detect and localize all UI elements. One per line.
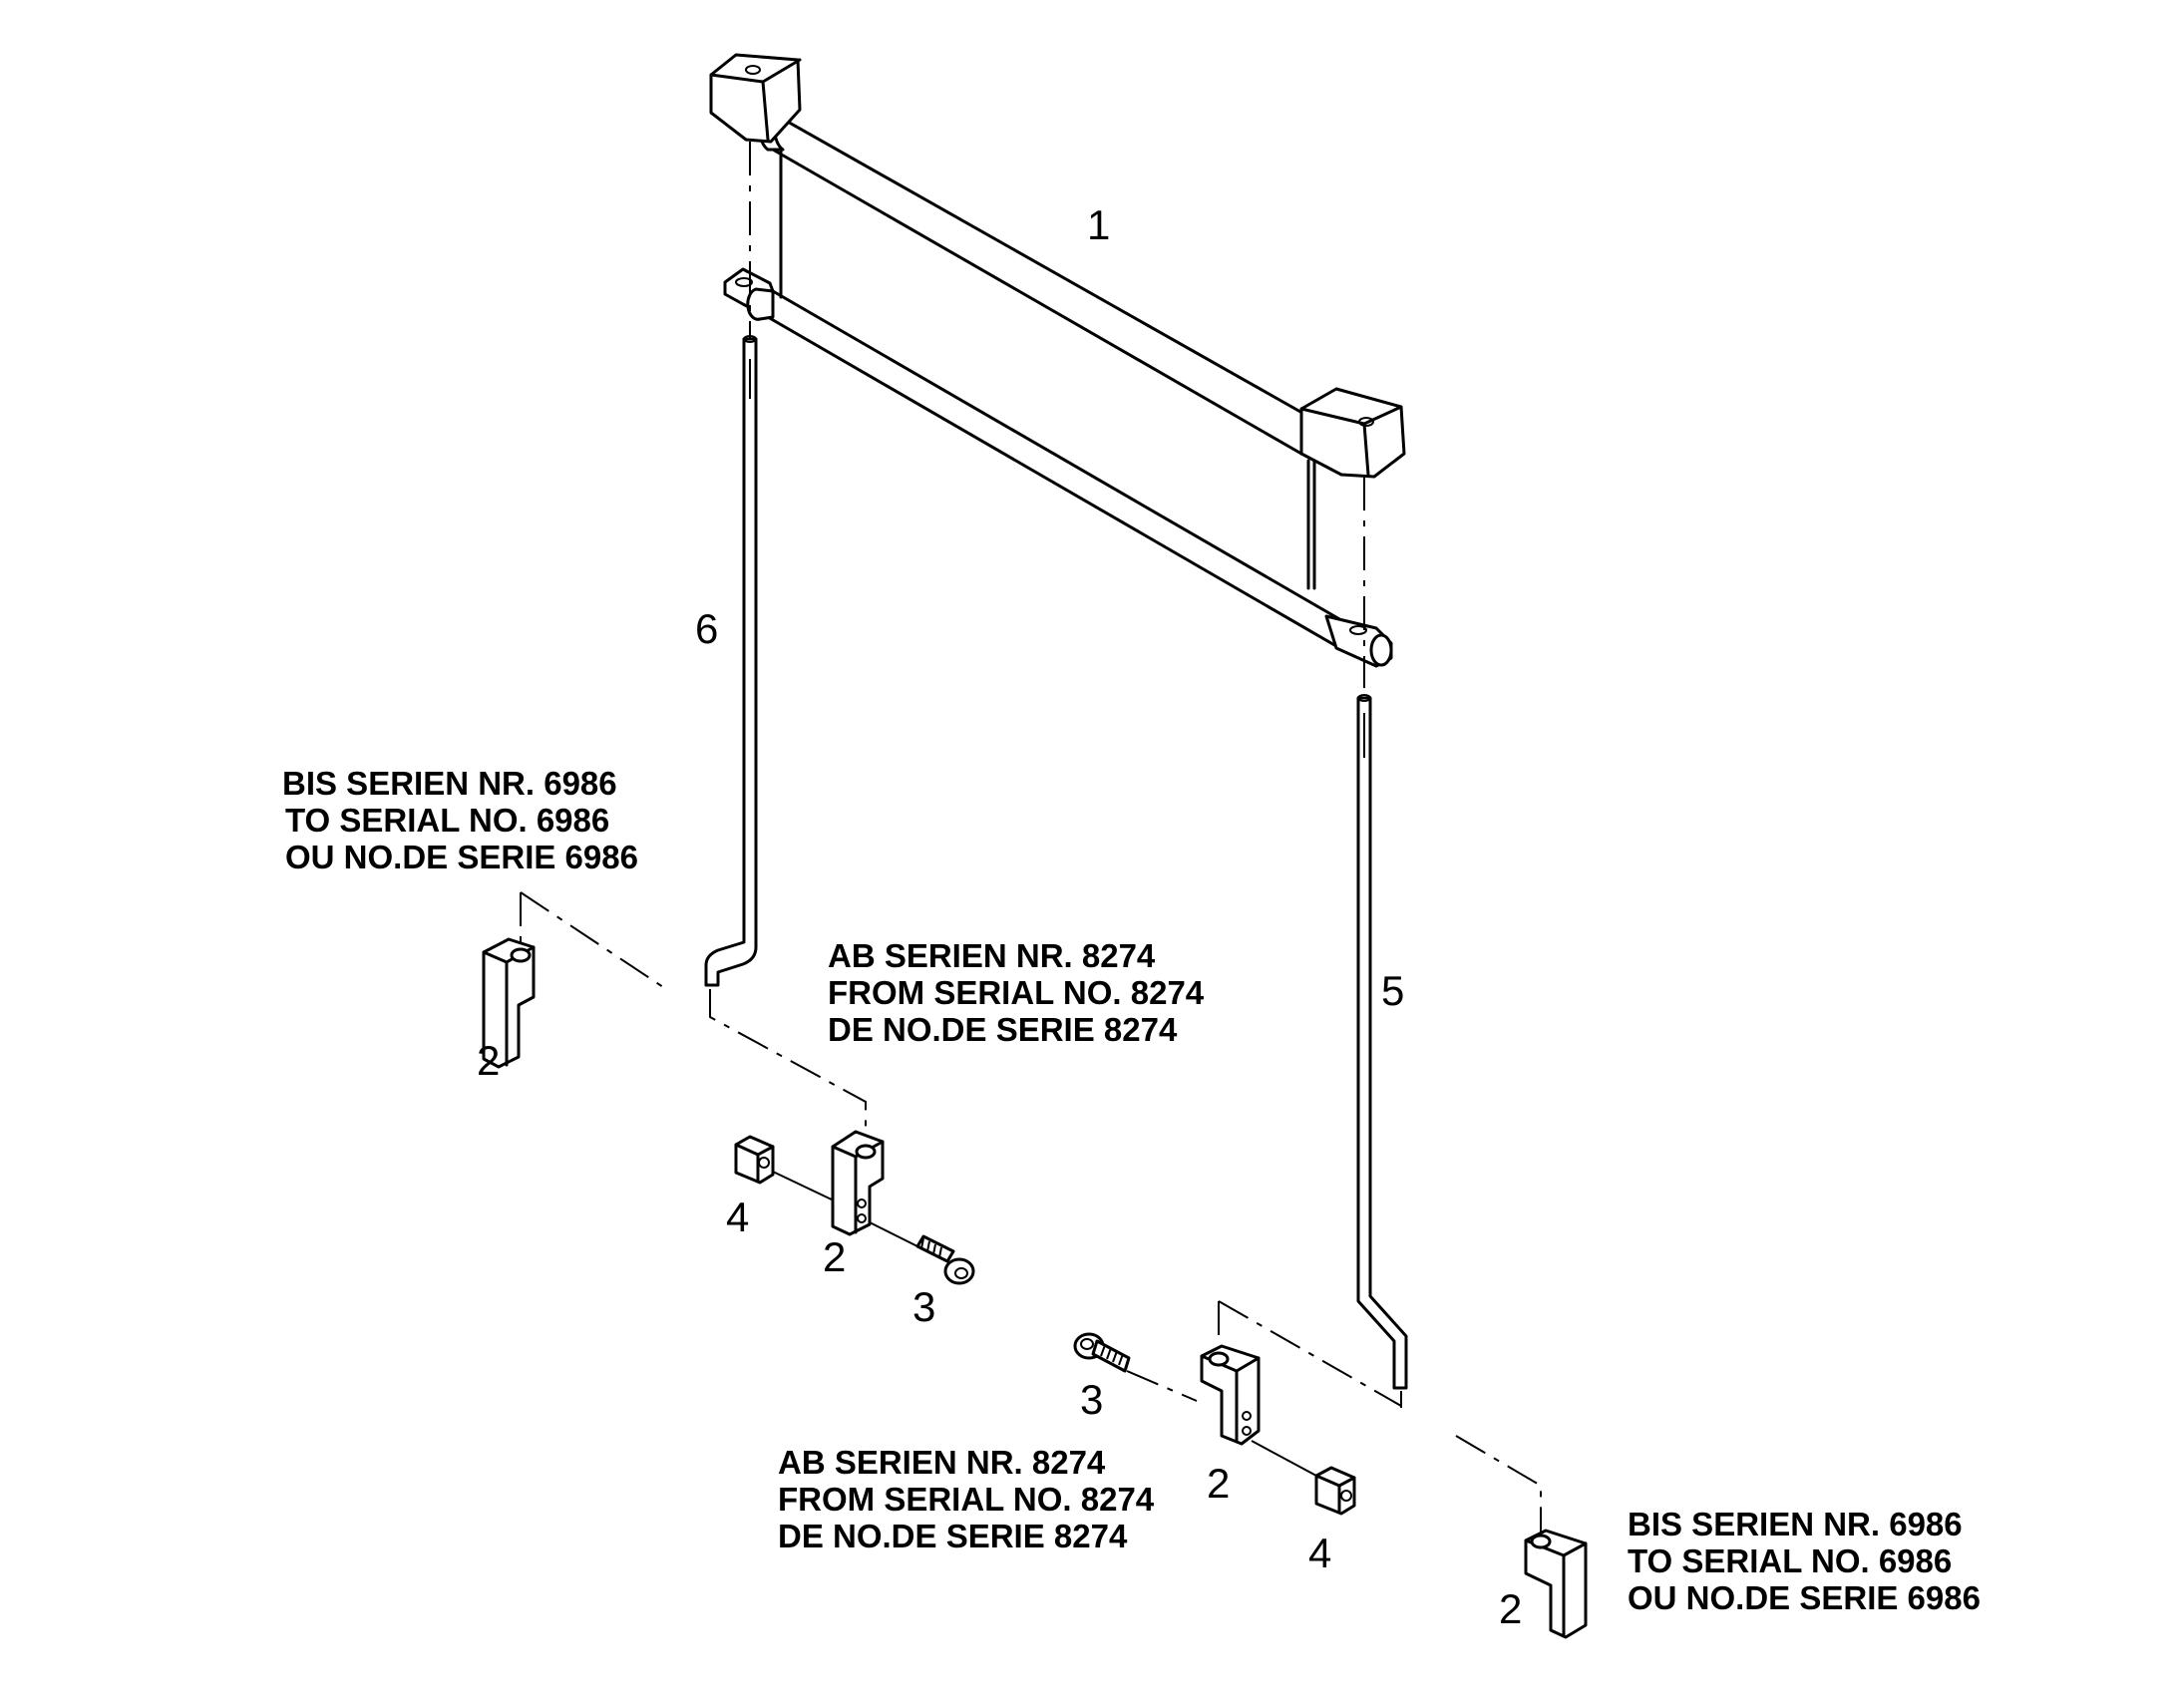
line-nut-bracket-left [772,1171,837,1202]
nut-lower [1314,1466,1356,1516]
nut-upper [734,1135,775,1185]
axis-new-right-diag [1218,1300,1402,1407]
label-part-2-old-left: 2 [477,1037,500,1084]
rod-5 [1356,694,1408,1390]
note-ab-lower: AB SERIEN NR. 8274 FROM SERIAL NO. 8274 … [778,1444,1155,1554]
bracket-new-lower [1200,1344,1261,1446]
label-part-1: 1 [1087,201,1110,248]
axis-screw-bracket-right [1126,1370,1198,1402]
bracket-new-upper [831,1130,885,1236]
label-part-4-upper: 4 [726,1194,749,1240]
note-bis-right: BIS SERIEN NR. 6986 TO SERIAL NO. 6986 O… [1628,1506,1981,1616]
label-part-2-new-upper: 2 [823,1233,846,1280]
note-ab-upper-line-3: DE NO.DE SERIE 8274 [828,1011,1178,1048]
note-bis-left: BIS SERIEN NR. 6986 TO SERIAL NO. 6986 O… [282,765,638,875]
note-ab-upper: AB SERIEN NR. 8274 FROM SERIAL NO. 8274 … [828,937,1205,1048]
screw-lower [1073,1332,1131,1373]
rod-6 [704,335,758,987]
label-part-6: 6 [695,605,718,652]
note-bis-right-line-1: BIS SERIEN NR. 6986 [1628,1506,1963,1542]
upper-left-block [709,53,802,144]
bracket-old-left [482,937,536,1069]
note-bis-right-line-3: OU NO.DE SERIE 6986 [1628,1579,1981,1616]
note-ab-upper-line-1: AB SERIEN NR. 8274 [828,937,1156,974]
note-ab-lower-line-3: DE NO.DE SERIE 8274 [778,1518,1128,1554]
label-part-2-new-lower: 2 [1207,1460,1230,1507]
note-bis-left-line-1: BIS SERIEN NR. 6986 [282,765,617,802]
note-ab-lower-line-2: FROM SERIAL NO. 8274 [778,1481,1155,1518]
line-bracket-nut-right [1251,1440,1317,1477]
note-bis-left-line-2: TO SERIAL NO. 6986 [285,802,609,839]
note-ab-lower-line-1: AB SERIEN NR. 8274 [778,1444,1106,1481]
label-part-5: 5 [1381,967,1404,1014]
upper-right-block [1299,387,1406,479]
label-part-4-lower: 4 [1308,1530,1331,1576]
axis-old-right [1455,1435,1542,1536]
axis-old-left-diag [520,891,664,988]
axis-rod6-bracket [709,989,867,1147]
lower-bar [723,267,1393,668]
label-part-3-lower: 3 [1080,1376,1103,1423]
label-part-2-old-right: 2 [1499,1585,1522,1632]
upper-tube [758,106,1318,456]
note-bis-left-line-3: OU NO.DE SERIE 6986 [285,839,638,875]
note-bis-right-line-2: TO SERIAL NO. 6986 [1628,1542,1952,1579]
line-bracket-screw-left [867,1220,918,1247]
label-part-3-upper: 3 [912,1283,935,1330]
note-ab-upper-line-2: FROM SERIAL NO. 8274 [828,974,1205,1011]
screw-upper [915,1234,975,1285]
bracket-old-right [1524,1529,1588,1639]
screen-edges [779,148,1316,590]
